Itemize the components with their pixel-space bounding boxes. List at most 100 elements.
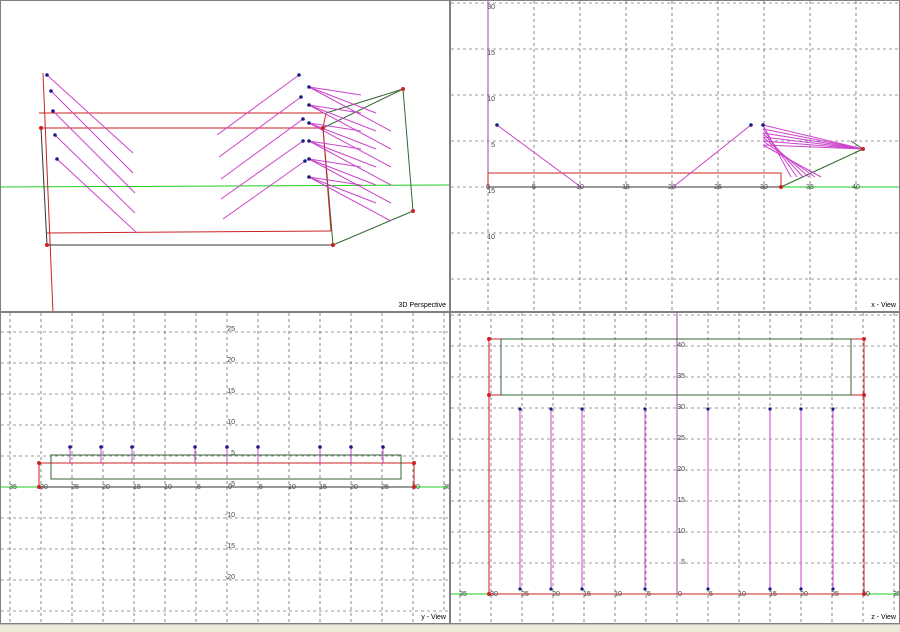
tick-label: -10 bbox=[225, 512, 235, 519]
y-view-box-green bbox=[50, 454, 402, 480]
ray-end bbox=[706, 587, 710, 591]
tick-label: 35 bbox=[459, 591, 467, 598]
box-side-top bbox=[325, 88, 404, 114]
y-view-vertex bbox=[37, 461, 41, 465]
tick-label: 20 bbox=[552, 591, 560, 598]
tick-label: 30 bbox=[490, 591, 498, 598]
ray-origin bbox=[549, 407, 553, 411]
ray bbox=[308, 122, 362, 132]
ray-origin bbox=[749, 123, 753, 127]
tick-label: 20 bbox=[800, 591, 808, 598]
ray-origin bbox=[53, 133, 57, 137]
tick-label: 35 bbox=[806, 184, 814, 191]
tick-label: -15 bbox=[225, 543, 235, 550]
ray-origin bbox=[49, 89, 53, 93]
status-bar bbox=[0, 624, 900, 632]
tick-label: 15 bbox=[769, 591, 777, 598]
tick-label: 25 bbox=[227, 326, 235, 333]
ray-origin bbox=[768, 407, 772, 411]
ray bbox=[308, 140, 362, 150]
tick-label: 15 bbox=[487, 50, 495, 57]
tick-label: 35 bbox=[893, 591, 900, 598]
tick-label: 10 bbox=[487, 234, 495, 241]
ray-origin bbox=[256, 445, 260, 449]
tick-label: 30 bbox=[487, 4, 495, 11]
ray bbox=[762, 124, 864, 150]
viewport-3d-perspective[interactable]: 3D Perspective bbox=[0, 0, 450, 312]
y-view-vertex bbox=[412, 485, 416, 489]
ray-origin bbox=[307, 175, 311, 179]
box-top-edge bbox=[41, 112, 327, 129]
perspective-green-axis bbox=[1, 184, 449, 188]
z-view-vertex bbox=[862, 393, 866, 397]
ray bbox=[216, 74, 300, 136]
z-view-rays bbox=[518, 407, 835, 591]
box-side-face bbox=[322, 88, 414, 246]
perspective-canvas bbox=[1, 72, 449, 311]
viewport-label: z - View bbox=[871, 613, 896, 622]
tick-label: 20 bbox=[227, 357, 235, 364]
tick-label: 25 bbox=[831, 591, 839, 598]
tick-label: 30 bbox=[677, 404, 685, 411]
perspective-vertices bbox=[39, 87, 415, 247]
ray bbox=[220, 118, 304, 180]
tick-label: 20 bbox=[102, 484, 110, 491]
ray bbox=[46, 74, 134, 154]
ray bbox=[308, 176, 392, 222]
tick-label: 0 bbox=[228, 484, 232, 491]
x-view-grid bbox=[451, 1, 899, 311]
tick-label: 15 bbox=[319, 484, 327, 491]
ray-end bbox=[549, 587, 553, 591]
tick-label: 10 bbox=[738, 591, 746, 598]
x-view-outline bbox=[487, 172, 782, 187]
ray-origin bbox=[45, 73, 49, 77]
ray bbox=[56, 158, 138, 234]
ray-origin bbox=[301, 117, 305, 121]
ray bbox=[762, 144, 864, 150]
tick-label: 5 bbox=[532, 184, 536, 191]
z-view-vertex bbox=[487, 337, 491, 341]
ray bbox=[496, 124, 582, 188]
ray-origin bbox=[799, 407, 803, 411]
tick-label: 5 bbox=[709, 591, 713, 598]
ray-origin bbox=[130, 445, 134, 449]
tick-label: 20 bbox=[350, 484, 358, 491]
tick-label: 30 bbox=[412, 484, 420, 491]
ray bbox=[218, 96, 302, 158]
ray-end bbox=[518, 587, 522, 591]
tick-label: 25 bbox=[677, 435, 685, 442]
ray-origin bbox=[307, 139, 311, 143]
ray bbox=[308, 86, 392, 132]
ray-origin bbox=[51, 109, 55, 113]
tick-label: 10 bbox=[576, 184, 584, 191]
tick-label: 5 bbox=[231, 450, 235, 457]
ray-origin bbox=[831, 407, 835, 411]
tick-label: 35 bbox=[9, 484, 17, 491]
ray-origin bbox=[193, 445, 197, 449]
x-view-vertex bbox=[861, 147, 865, 151]
tick-label: 10 bbox=[227, 419, 235, 426]
viewport-label: 3D Perspective bbox=[398, 301, 446, 310]
tick-label: 20 bbox=[668, 184, 676, 191]
ray-origin bbox=[349, 445, 353, 449]
tick-label: 40 bbox=[677, 342, 685, 349]
ray-origin bbox=[297, 73, 301, 77]
tick-label: 10 bbox=[288, 484, 296, 491]
tick-label: 15 bbox=[677, 497, 685, 504]
z-view-vertex bbox=[487, 592, 491, 596]
ray-end bbox=[768, 587, 772, 591]
ray bbox=[762, 144, 822, 178]
ray bbox=[762, 128, 864, 150]
ray-end bbox=[831, 587, 835, 591]
ray-origin bbox=[68, 445, 72, 449]
y-view-vertex bbox=[37, 485, 41, 489]
